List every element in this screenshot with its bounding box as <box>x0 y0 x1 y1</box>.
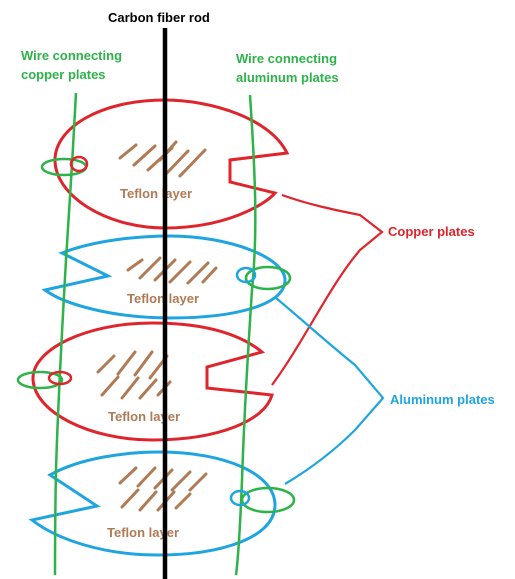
aluminum-leader <box>275 297 385 485</box>
teflon-hatch-1 <box>118 140 207 178</box>
copper-leader <box>271 193 384 386</box>
copper-contact-3 <box>47 370 73 386</box>
copper-plate-3: Teflon layer <box>31 321 274 442</box>
copper-plates-label: Copper plates <box>388 224 475 239</box>
teflon-label-1: Teflon layer <box>120 186 192 201</box>
aluminum-plate-4: Teflon layer <box>28 450 277 557</box>
copper-wire-label-line-1: Wire connecting <box>21 48 122 63</box>
aluminum-plate-2-outline <box>41 234 287 320</box>
copper-plate-3-outline <box>31 321 274 442</box>
aluminum-wire <box>234 94 257 576</box>
aluminum-plate-4-outline <box>28 450 277 557</box>
copper-wire-loop-3 <box>16 370 64 390</box>
aluminum-plates-label: Aluminum plates <box>390 392 495 407</box>
teflon-label-4: Teflon layer <box>107 525 179 540</box>
teflon-hatch-2 <box>126 256 218 285</box>
copper-wire-label-line-2: copper plates <box>21 67 106 82</box>
copper-wire-loop-1 <box>40 157 88 177</box>
aluminum-wire-loop-4 <box>240 486 296 514</box>
aluminum-wire-label-line-2: aluminum plates <box>236 70 339 85</box>
rod-label: Carbon fiber rod <box>108 10 210 25</box>
aluminum-wire-loop-2 <box>244 265 292 291</box>
teflon-label-3: Teflon layer <box>108 409 180 424</box>
aluminum-wire-label-line-1: Wire connecting <box>236 51 337 66</box>
aluminum-contact-4 <box>229 489 251 507</box>
copper-contact-1 <box>69 155 89 173</box>
aluminum-contact-2 <box>235 266 257 284</box>
teflon-hatch-3 <box>96 350 172 400</box>
aluminum-plate-2: Teflon layer <box>41 234 287 320</box>
copper-wire <box>53 92 78 576</box>
